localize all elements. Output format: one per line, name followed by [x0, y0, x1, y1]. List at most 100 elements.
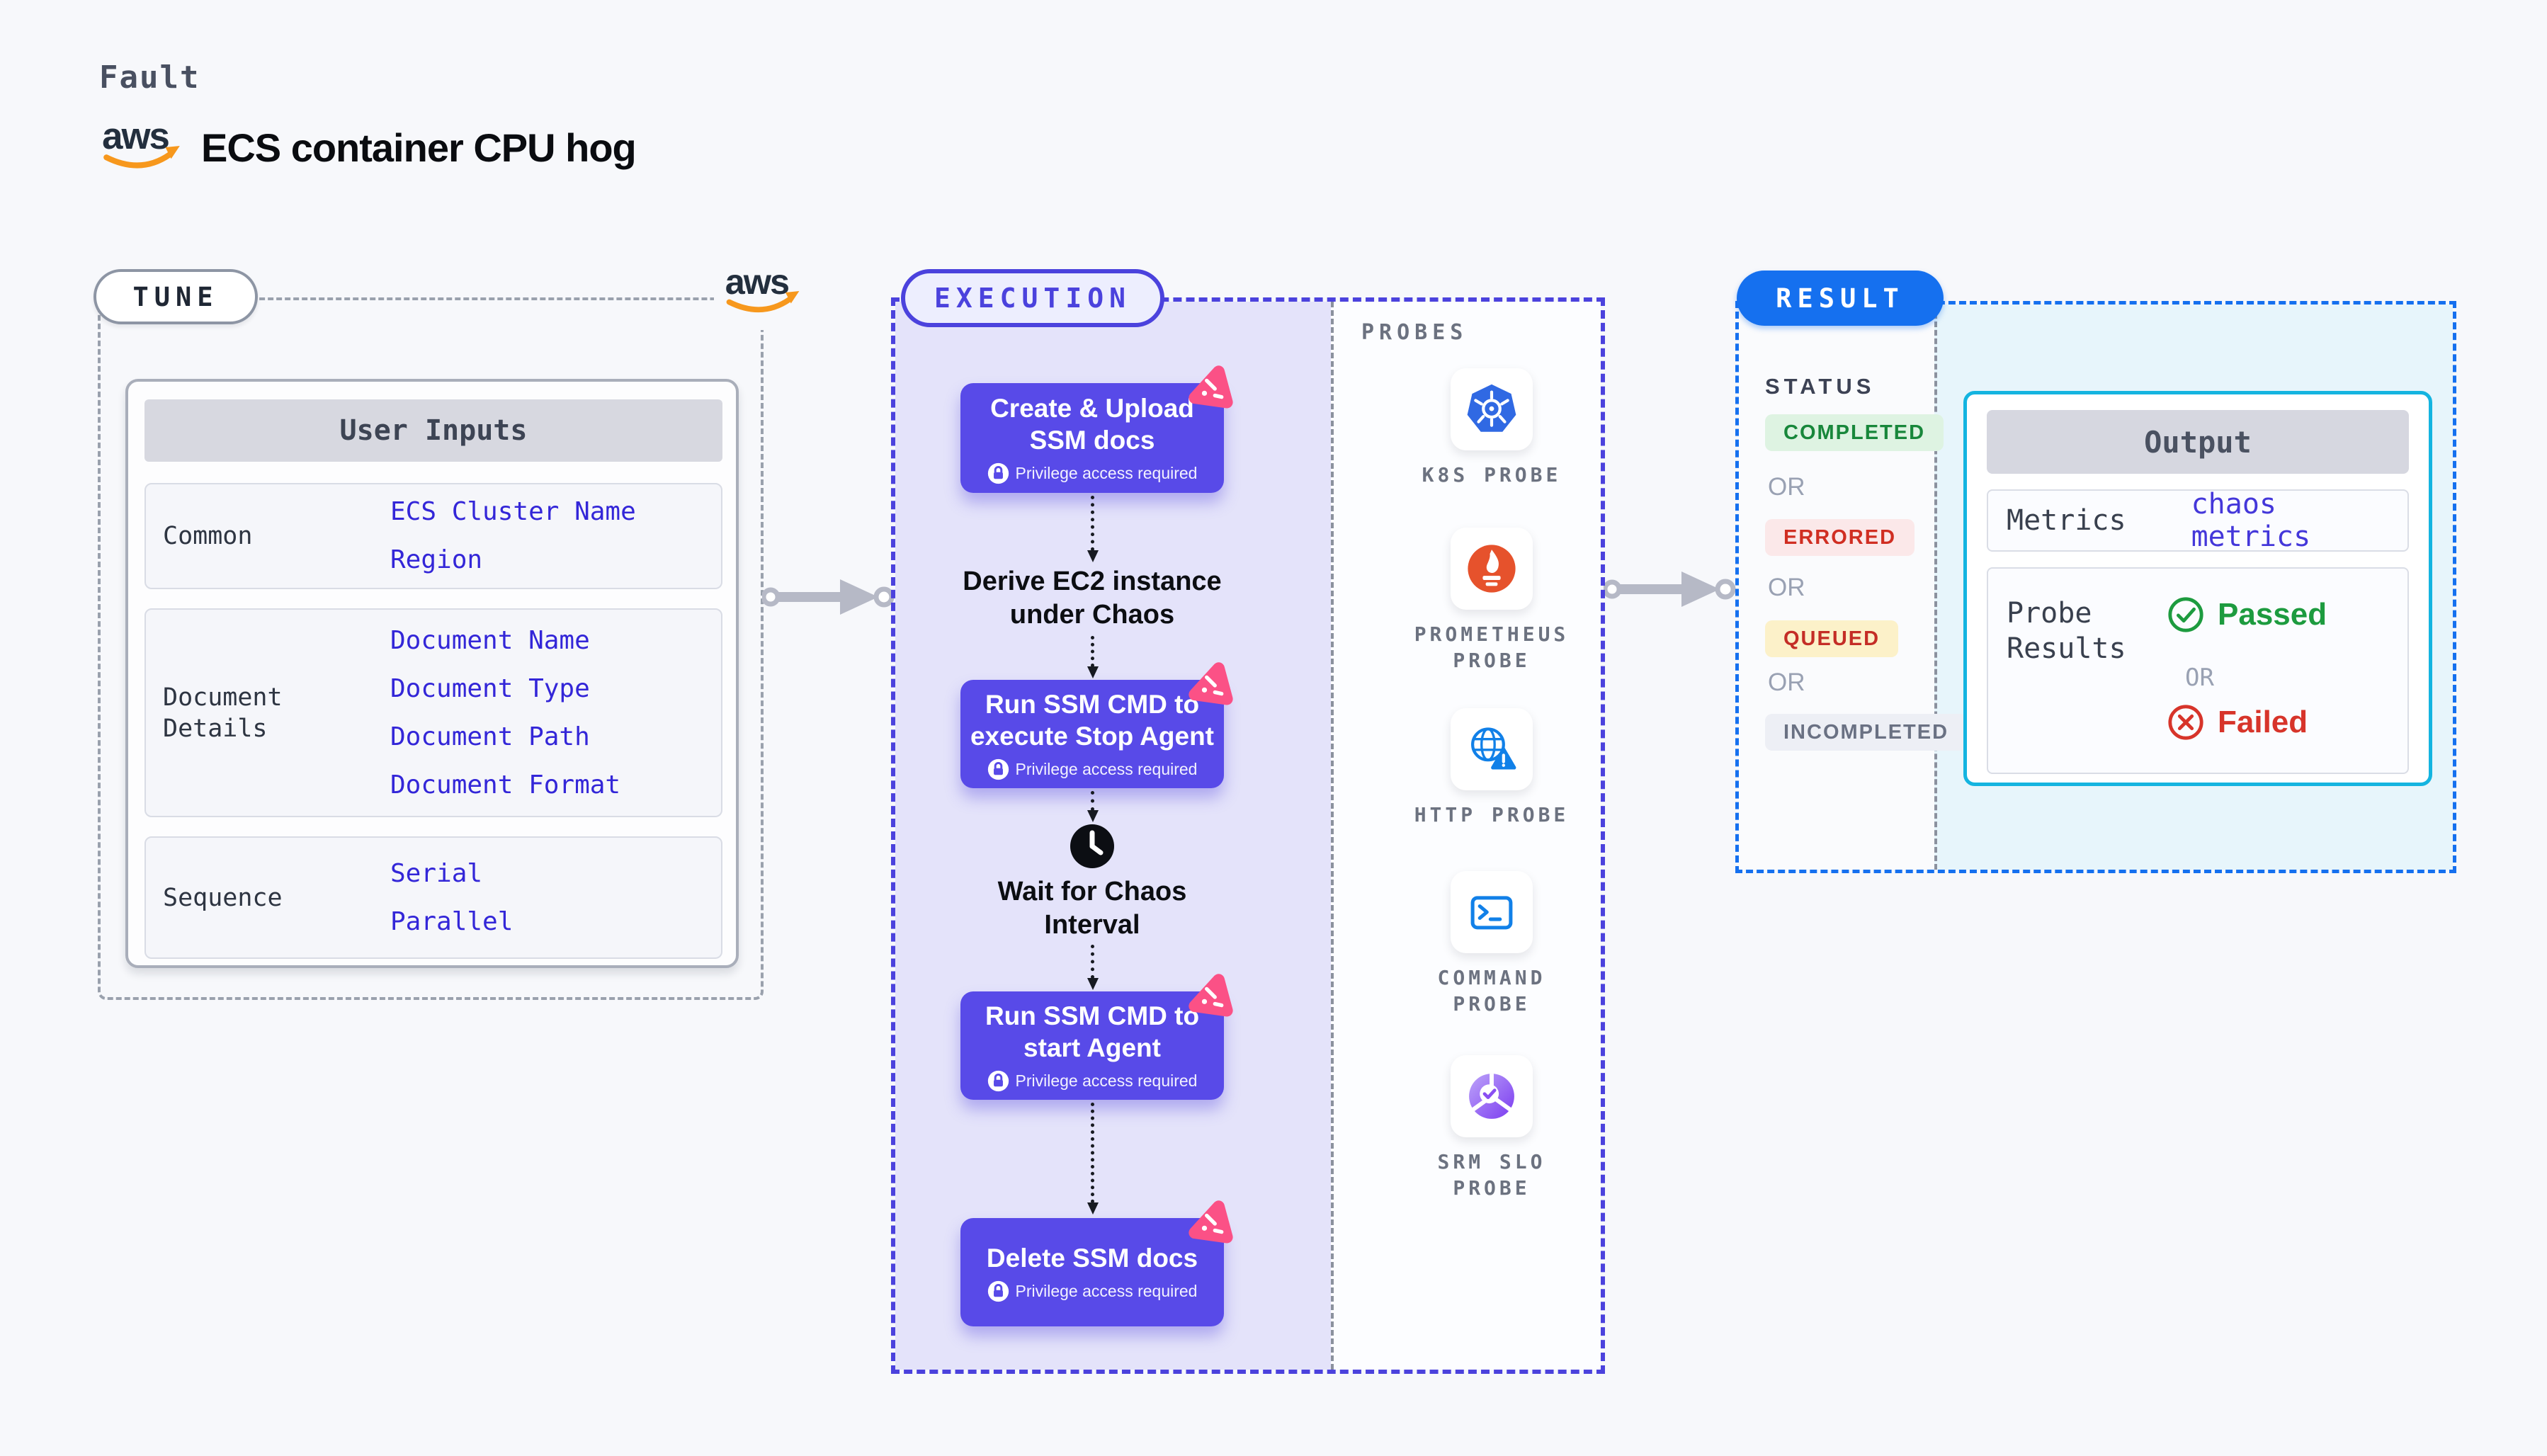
- output-header: Output: [1987, 410, 2409, 474]
- user-inputs-header: User Inputs: [144, 399, 722, 462]
- step-title-line: Run SSM CMD to: [985, 1001, 1200, 1030]
- aws-logo: [95, 115, 188, 177]
- privilege-label: Privilege access required: [1015, 759, 1198, 778]
- user-inputs-row-sequence: Sequence Serial Parallel: [144, 836, 722, 959]
- flow-arrow-down: [1087, 496, 1099, 562]
- flow-arrow-down: [1087, 636, 1099, 678]
- user-inputs-row-common: Common ECS Cluster Name Region: [144, 483, 722, 589]
- probe-results-label-line: Results: [2007, 632, 2126, 665]
- input-value: Parallel: [390, 906, 514, 936]
- input-value: Document Format: [390, 770, 621, 800]
- probe-label: COMMAND PROBE: [1368, 965, 1616, 1017]
- status-badge-incompleted: INCOMPLETED: [1765, 714, 1968, 751]
- probe-label-line: PROMETHEUS: [1414, 622, 1570, 646]
- failed-label: Failed: [2218, 705, 2308, 739]
- row-label: Sequence: [163, 883, 283, 912]
- probe-label-line: SRM SLO: [1437, 1150, 1546, 1173]
- or-separator: OR: [1768, 669, 1805, 696]
- or-separator: OR: [1768, 473, 1805, 501]
- failed-result: Failed: [2167, 703, 2308, 741]
- input-value: Document Type: [390, 673, 590, 703]
- metrics-row: Metrics chaos metrics: [1987, 488, 2409, 553]
- probe-label-line: K8S PROBE: [1422, 463, 1562, 487]
- probe-label-line: COMMAND: [1437, 966, 1546, 989]
- input-value: ECS Cluster Name: [390, 497, 636, 526]
- tune-to-execution-arrow: [762, 576, 897, 618]
- probe-label-line: HTTP PROBE: [1414, 803, 1570, 826]
- step-wait-for-chaos-interval: Wait for Chaos Interval: [943, 875, 1241, 942]
- privilege-label: Privilege access required: [1015, 1071, 1198, 1090]
- step-text-line: under Chaos: [1009, 600, 1175, 630]
- flow-arrow-down: [1087, 945, 1099, 990]
- input-value: Serial: [390, 858, 483, 888]
- flow-arrow-down: [1087, 791, 1099, 822]
- probe-label-line: PROBE: [1453, 1176, 1531, 1200]
- or-separator: OR: [2185, 664, 2214, 692]
- privilege-badge: Privilege access required: [987, 758, 1198, 780]
- status-badge-queued: QUEUED: [1765, 620, 1899, 657]
- privilege-label: Privilege access required: [1015, 1282, 1198, 1300]
- user-inputs-row-document-details: Document Details Document Name Document …: [144, 608, 722, 817]
- execution-to-result-arrow: [1604, 568, 1738, 610]
- aws-logo-small: [718, 261, 807, 322]
- row-label: Common: [163, 522, 253, 550]
- http-probe-card: [1451, 708, 1533, 790]
- privilege-badge: Privilege access required: [987, 1070, 1198, 1092]
- probes-title: PROBES: [1361, 320, 1468, 345]
- command-probe-card: [1451, 871, 1533, 953]
- execution-section-pill: EXECUTION: [901, 269, 1164, 327]
- flow-arrow-down: [1087, 1103, 1099, 1215]
- prometheus-probe-card: [1451, 528, 1533, 610]
- step-derive-ec2-instance: Derive EC2 instance under Chaos: [943, 565, 1241, 632]
- chaos-icon: [1184, 659, 1238, 712]
- probe-results-label: Probe Results: [2007, 596, 2126, 666]
- privilege-label: Privilege access required: [1015, 463, 1198, 482]
- passed-label: Passed: [2218, 597, 2327, 632]
- check-circle-icon: [2167, 596, 2205, 634]
- probe-results-label-line: Probe: [2007, 597, 2092, 630]
- probe-label-line: PROBE: [1453, 649, 1531, 672]
- row-label-line: Document: [163, 683, 283, 712]
- slo-donut-check-icon: [1462, 1067, 1521, 1126]
- privilege-badge: Privilege access required: [987, 462, 1198, 484]
- fault-kicker: Fault: [99, 59, 200, 96]
- step-create-upload-ssm-docs: Create & Upload SSM docs Privilege acces…: [960, 383, 1224, 493]
- tune-section-pill: TUNE: [93, 269, 258, 324]
- srm-slo-probe-card: [1451, 1055, 1533, 1137]
- step-text-line: Wait for Chaos: [997, 877, 1187, 906]
- probe-label: K8S PROBE: [1368, 462, 1616, 488]
- user-inputs-card: User Inputs Common ECS Cluster Name Regi…: [125, 379, 739, 968]
- status-title: STATUS: [1765, 374, 1876, 399]
- step-text-line: Derive EC2 instance: [963, 567, 1222, 596]
- step-run-ssm-cmd-start-agent: Run SSM CMD to start Agent Privilege acc…: [960, 991, 1224, 1100]
- status-column: [1739, 305, 1934, 870]
- kubernetes-icon: [1462, 380, 1521, 439]
- lock-icon: [987, 758, 1009, 780]
- clock-icon: [1069, 823, 1116, 870]
- input-value: Region: [390, 545, 483, 574]
- chaos-icon: [1184, 970, 1238, 1024]
- metrics-label: Metrics: [2007, 504, 2126, 537]
- row-label-line: Details: [163, 714, 268, 743]
- probe-label: PROMETHEUS PROBE: [1368, 621, 1616, 673]
- probe-label: HTTP PROBE: [1368, 802, 1616, 828]
- chaos-icon: [1184, 1197, 1238, 1251]
- globe-warning-icon: [1462, 720, 1521, 779]
- probe-results-row: Probe Results Passed OR Failed: [1987, 567, 2409, 774]
- step-title-line: Run SSM CMD to: [985, 689, 1200, 719]
- input-value: Document Path: [390, 722, 590, 751]
- probe-label-line: PROBE: [1453, 992, 1531, 1016]
- status-badge-errored: ERRORED: [1765, 519, 1915, 556]
- probe-label: SRM SLO PROBE: [1368, 1149, 1616, 1201]
- page-title: ECS container CPU hog: [201, 125, 637, 170]
- x-circle-icon: [2167, 703, 2205, 741]
- input-value: Document Name: [390, 625, 590, 655]
- status-badge-completed: COMPLETED: [1765, 414, 1944, 451]
- step-delete-ssm-docs: Delete SSM docs Privilege access require…: [960, 1218, 1224, 1326]
- k8s-probe-card: [1451, 368, 1533, 450]
- step-title-line: execute Stop Agent: [970, 721, 1215, 751]
- lock-icon: [987, 462, 1009, 484]
- metrics-value: chaos metrics: [2191, 488, 2311, 553]
- step-text-line: Interval: [1044, 910, 1140, 940]
